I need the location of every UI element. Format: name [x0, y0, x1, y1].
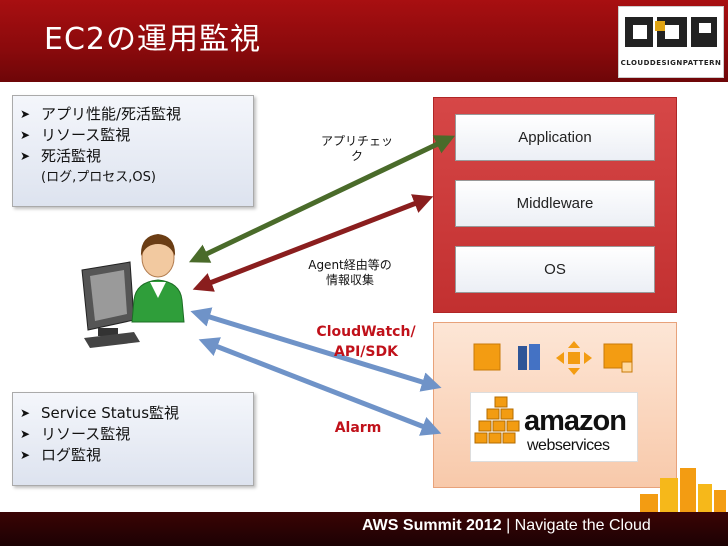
- cloudwatch-label-line2: API/SDK: [334, 344, 398, 360]
- alarm-label: Alarm: [334, 420, 382, 436]
- cloudwatch-label-line1: CloudWatch/: [316, 324, 416, 340]
- amazon-wordmark: amazon: [524, 405, 627, 437]
- list-item: ➤ 死活監視: [13, 146, 253, 167]
- list-item: ➤ アプリ性能/死活監視: [13, 104, 253, 125]
- list-item: ➤ リソース監視: [13, 424, 253, 445]
- agent-label-line1: Agent経由等の: [308, 258, 392, 272]
- footer-tagline: Navigate the Cloud: [514, 517, 651, 534]
- layer-middleware: Middleware: [455, 180, 655, 227]
- person-avatar-icon: [131, 234, 185, 323]
- computer-monitor-icon: [81, 261, 140, 348]
- arrow-bullet-icon: ➤: [20, 448, 31, 462]
- slide-header: [0, 0, 728, 82]
- list-item-subtext: (ログ,プロセス,OS): [41, 170, 156, 185]
- app-check-label: アプリチェッ ク: [312, 134, 402, 164]
- cdp-logo-icon: [625, 17, 717, 47]
- aws-cubes-icon: [474, 396, 520, 444]
- app-check-label-line1: アプリチェッ: [320, 134, 393, 148]
- arrow-bullet-icon: ➤: [20, 128, 31, 142]
- layer-os: OS: [455, 246, 655, 293]
- list-item-text: 死活監視: [41, 147, 102, 165]
- list-item-text: ログ監視: [41, 446, 102, 464]
- footer-bar: [0, 512, 728, 546]
- logo-text: CLOUDDESIGNPATTERN: [620, 59, 722, 67]
- footer-separator: |: [506, 517, 511, 534]
- list-item-text: リソース監視: [41, 425, 131, 443]
- list-item-text: リソース監視: [41, 126, 131, 144]
- agent-label-line2: 情報収集: [325, 273, 374, 287]
- service-monitoring-box: ➤ Service Status監視 ➤ リソース監視 ➤ ログ監視: [12, 392, 254, 486]
- list-item: ➤ Service Status監視: [13, 403, 253, 424]
- amazon-web-services-logo: amazon webservices: [470, 392, 638, 462]
- cloudwatch-label: CloudWatch/ API/SDK: [306, 322, 426, 362]
- monitoring-targets-box: ➤ アプリ性能/死活監視 ➤ リソース監視 ➤ 死活監視 (ログ,プロセス,OS…: [12, 95, 254, 207]
- footer-event-text: AWS Summit 2012 | Navigate the Cloud: [362, 517, 651, 535]
- list-item: ➤ リソース監視: [13, 125, 253, 146]
- arrow-bullet-icon: ➤: [20, 427, 31, 441]
- webservices-wordmark: webservices: [527, 437, 610, 454]
- agent-collection-label: Agent経由等の 情報収集: [296, 258, 404, 288]
- list-item-text: アプリ性能/死活監視: [41, 105, 182, 123]
- layer-application: Application: [455, 114, 655, 161]
- slide-title: EC2の運用監視: [44, 22, 261, 57]
- arrow-bullet-icon: ➤: [20, 149, 31, 163]
- list-item-sub: (ログ,プロセス,OS): [13, 167, 253, 188]
- list-item: ➤ ログ監視: [13, 445, 253, 466]
- arrow-bullet-icon: ➤: [20, 406, 31, 420]
- service-monitoring-list: ➤ Service Status監視 ➤ リソース監視 ➤ ログ監視: [13, 403, 253, 466]
- app-check-label-line2: ク: [350, 149, 363, 163]
- footer-event: AWS Summit 2012: [362, 517, 502, 534]
- list-item-text: Service Status監視: [41, 404, 180, 422]
- monitoring-targets-list: ➤ アプリ性能/死活監視 ➤ リソース監視 ➤ 死活監視 (ログ,プロセス,OS…: [13, 104, 253, 188]
- cdp-logo: CLOUDDESIGNPATTERN: [618, 6, 724, 78]
- arrow-bullet-icon: ➤: [20, 107, 31, 121]
